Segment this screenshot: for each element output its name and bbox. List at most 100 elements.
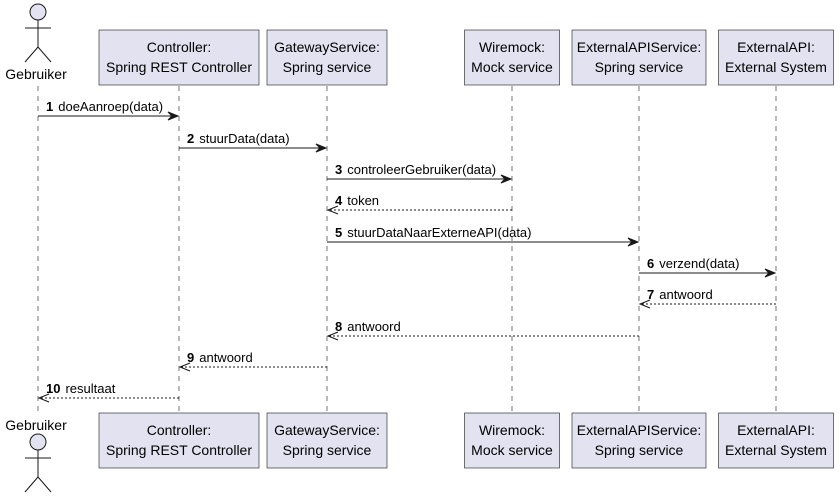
message-label: 3 controleerGebruiker(data) (335, 162, 496, 177)
participant-name: Wiremock: (479, 39, 545, 55)
message-text: antwoord (659, 287, 712, 302)
participant-type: External System (725, 442, 827, 458)
participant-box (98, 29, 260, 86)
participant-type: Mock service (471, 59, 553, 75)
message-number: 8 (335, 319, 342, 334)
participant-name: ExternalAPI: (737, 39, 815, 55)
filled-arrowhead-icon (500, 174, 513, 184)
participant-gateway-bottom: GatewayService: Spring service (266, 412, 388, 469)
open-arrowhead-icon (638, 299, 651, 309)
message-number: 6 (647, 256, 654, 271)
message-label: 4 token (335, 193, 379, 208)
message-label: 8 antwoord (335, 319, 401, 334)
message-text: antwoord (347, 319, 400, 334)
message-8: 8 antwoord (326, 319, 639, 341)
message-number: 2 (187, 131, 194, 146)
message-label: 2 stuurData(data) (187, 131, 290, 146)
message-label: 7 antwoord (647, 287, 713, 302)
participant-box (571, 412, 707, 469)
message-text: verzend(data) (659, 256, 739, 271)
participant-box (464, 29, 560, 86)
participant-controller-bottom: Controller: Spring REST Controller (98, 412, 260, 469)
message-1: 1 doeAanroep(data) (38, 99, 180, 121)
participant-type: Mock service (471, 442, 553, 458)
message-label: 9 antwoord (187, 350, 253, 365)
message-text: stuurData(data) (199, 131, 289, 146)
participant-name: GatewayService: (274, 422, 380, 438)
participant-name: Controller: (147, 422, 212, 438)
open-arrowhead-icon (326, 331, 339, 341)
participant-name: ExternalAPI: (737, 422, 815, 438)
participant-box (571, 29, 707, 86)
message-text: doeAanroep(data) (58, 99, 163, 114)
message-6: 6 verzend(data) (639, 256, 777, 278)
participant-box (266, 29, 388, 86)
message-7: 7 antwoord (638, 287, 776, 309)
actor-leg-icon (24, 476, 39, 493)
message-3: 3 controleerGebruiker(data) (327, 162, 513, 184)
participant-controller-top: Controller: Spring REST Controller (98, 29, 260, 86)
open-arrowhead-icon (326, 205, 339, 215)
actor-head-icon (29, 3, 47, 21)
participant-type: Spring service (595, 59, 684, 75)
filled-arrowhead-icon (167, 111, 180, 121)
message-label: 1 doeAanroep(data) (46, 99, 163, 114)
message-9: 9 antwoord (178, 350, 327, 372)
participant-type: Spring service (283, 59, 372, 75)
message-text: stuurDataNaarExterneAPI(data) (347, 225, 531, 240)
actor-leg-icon (37, 476, 52, 493)
participant-name: ExternalAPIService: (577, 422, 702, 438)
message-label: 5 stuurDataNaarExterneAPI(data) (335, 225, 532, 240)
message-text: resultaat (65, 381, 115, 396)
filled-arrowhead-icon (315, 143, 328, 153)
participant-gateway-top: GatewayService: Spring service (266, 29, 388, 86)
participant-wiremock-bottom: Wiremock: Mock service (464, 412, 560, 469)
participant-type: External System (725, 59, 827, 75)
message-4: 4 token (326, 193, 512, 215)
participant-box (266, 412, 388, 469)
filled-arrowhead-icon (764, 268, 777, 278)
message-number: 3 (335, 162, 342, 177)
participant-box (464, 412, 560, 469)
message-2: 2 stuurData(data) (179, 131, 328, 153)
participant-box (98, 412, 260, 469)
message-number: 7 (647, 287, 654, 302)
participant-name: Controller: (147, 39, 212, 55)
participant-name: ExternalAPIService: (577, 39, 702, 55)
message-text: antwoord (199, 350, 252, 365)
message-text: controleerGebruiker(data) (347, 162, 496, 177)
participant-name: Wiremock: (479, 422, 545, 438)
participant-externalapiservice-top: ExternalAPIService: Spring service (571, 29, 707, 86)
open-arrowhead-icon (178, 362, 191, 372)
message-number: 9 (187, 350, 194, 365)
message-number: 1 (46, 99, 53, 114)
actor-label: Gebruiker (5, 66, 67, 82)
actor-leg-icon (24, 46, 39, 63)
actor-gebruiker-top: Gebruiker (5, 3, 67, 82)
participant-type: Spring REST Controller (106, 442, 252, 458)
open-arrowhead-icon (37, 393, 50, 403)
participant-type: Spring REST Controller (106, 59, 252, 75)
message-5: 5 stuurDataNaarExterneAPI(data) (327, 225, 640, 247)
participant-type: Spring service (595, 442, 684, 458)
message-number: 4 (335, 193, 343, 208)
actor-gebruiker-bottom: Gebruiker (5, 417, 67, 493)
participant-externalapiservice-bottom: ExternalAPIService: Spring service (571, 412, 707, 469)
actor-head-icon (29, 433, 47, 451)
actor-leg-icon (37, 46, 52, 63)
actor-label: Gebruiker (5, 417, 67, 433)
participant-wiremock-top: Wiremock: Mock service (464, 29, 560, 86)
participant-name: GatewayService: (274, 39, 380, 55)
participant-box (718, 29, 834, 86)
participant-externalapi-bottom: ExternalAPI: External System (718, 412, 834, 469)
message-label: 6 verzend(data) (647, 256, 739, 271)
participant-externalapi-top: ExternalAPI: External System (718, 29, 834, 86)
message-text: token (347, 193, 379, 208)
filled-arrowhead-icon (627, 237, 640, 247)
participant-type: Spring service (283, 442, 372, 458)
message-number: 5 (335, 225, 342, 240)
participant-box (718, 412, 834, 469)
